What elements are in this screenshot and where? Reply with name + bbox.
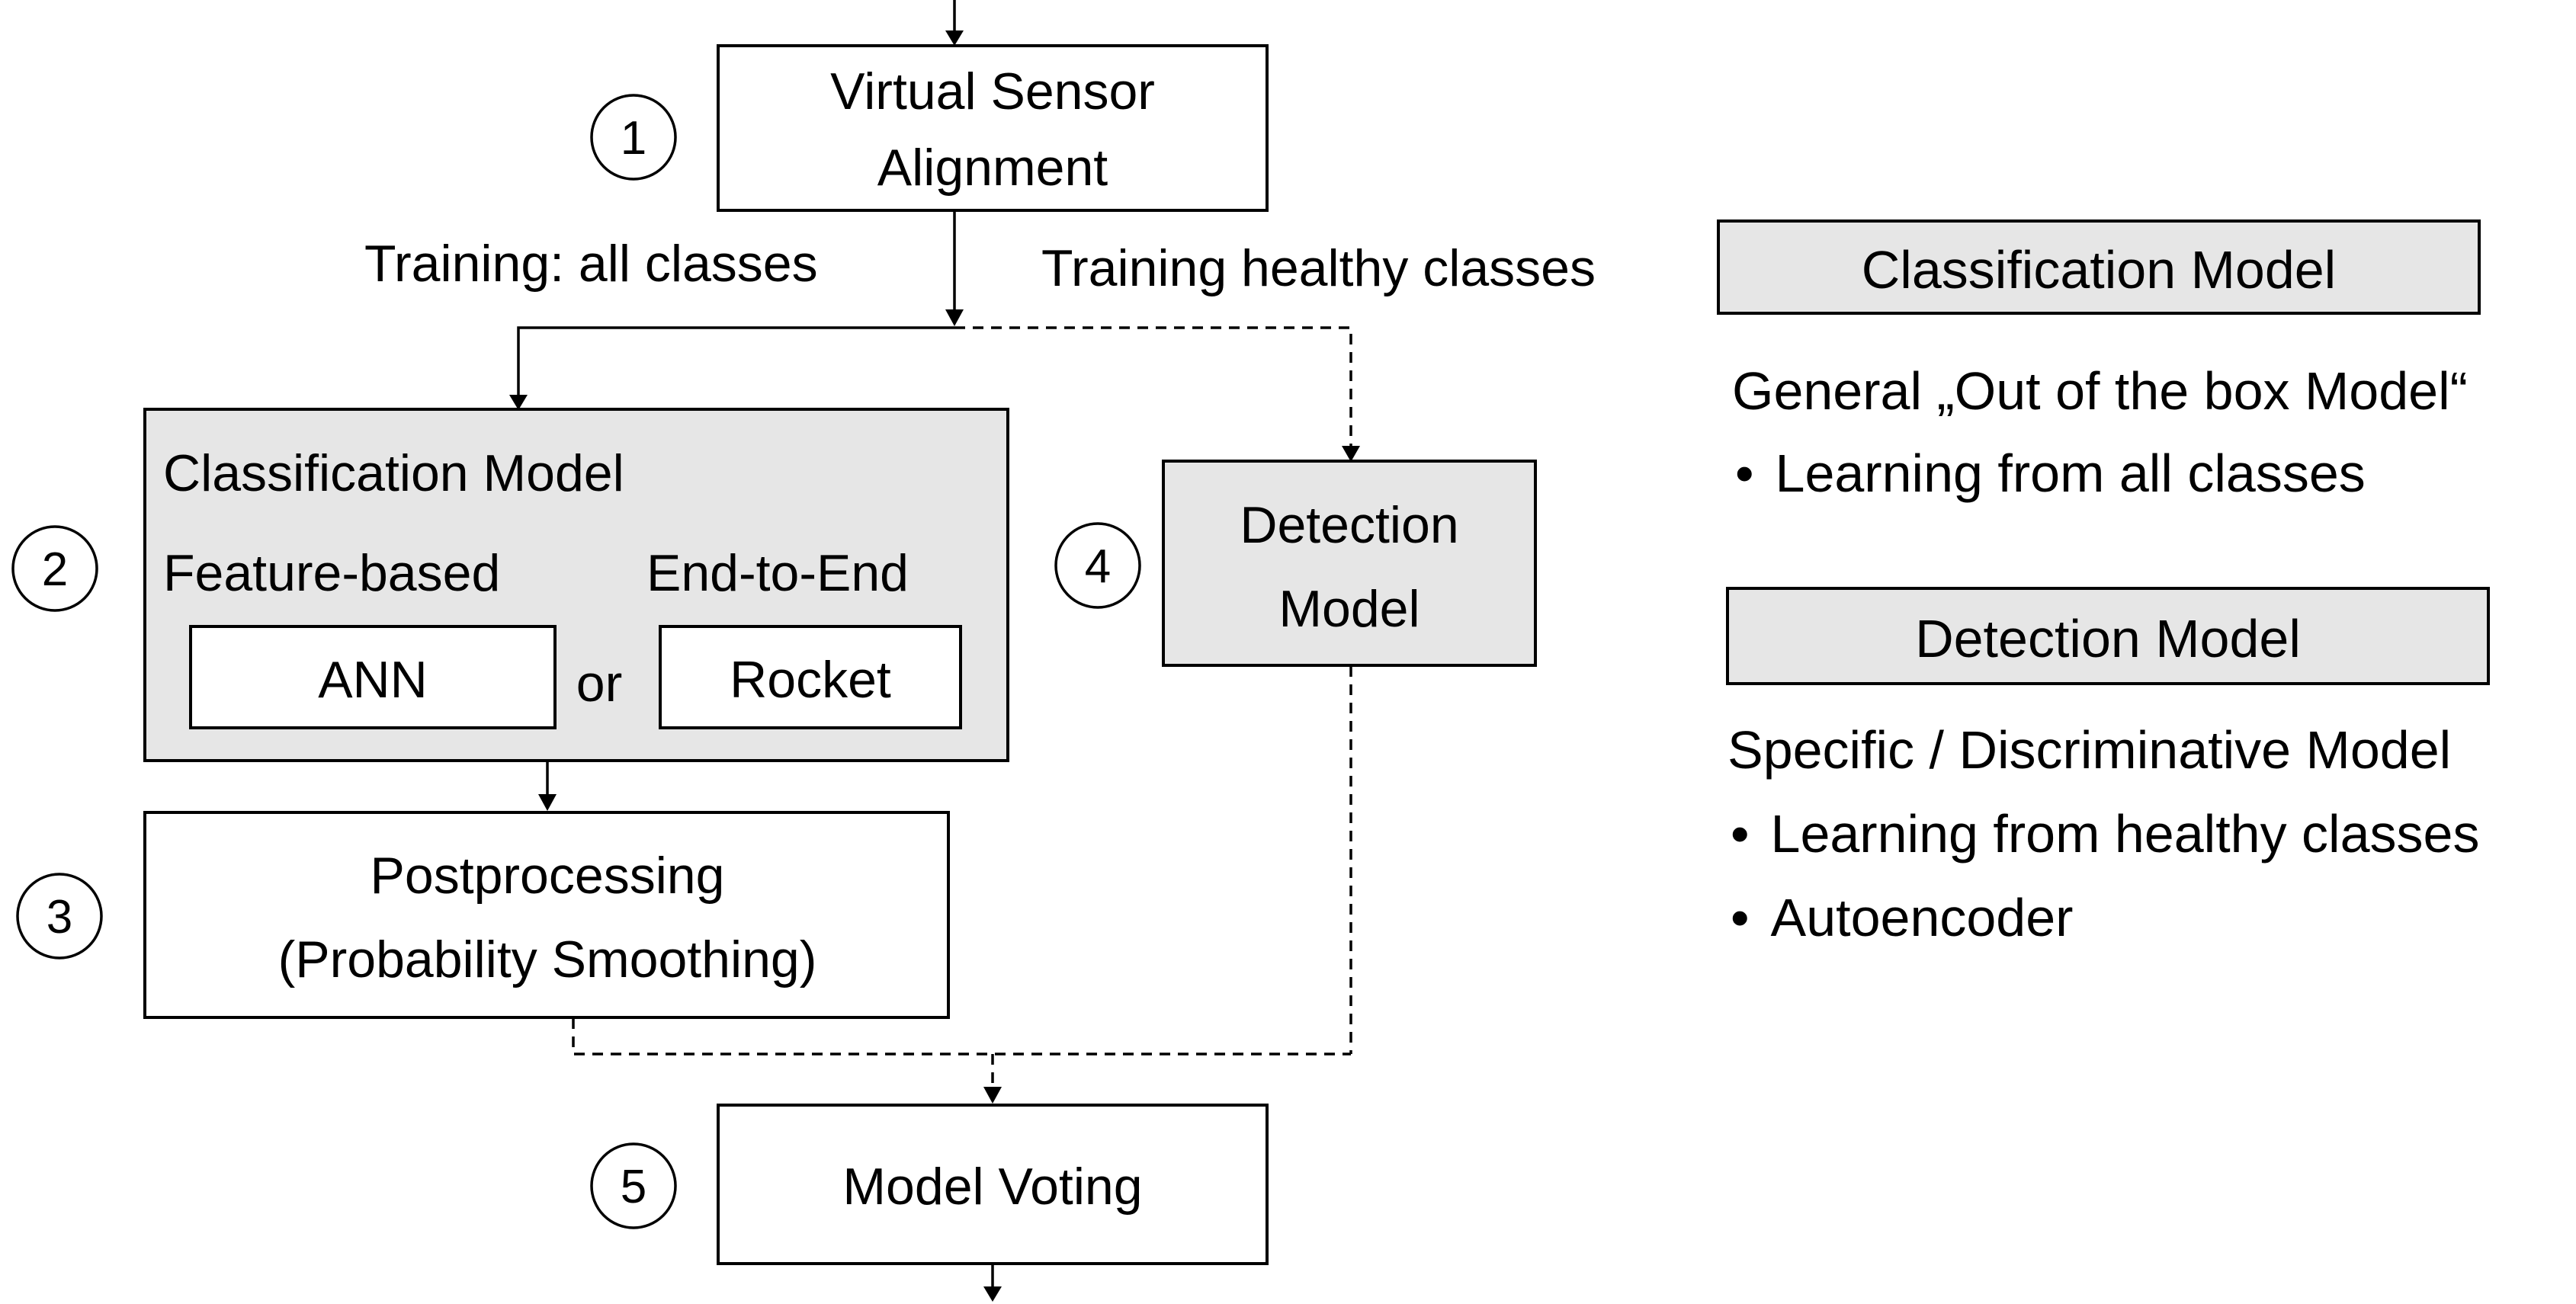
classification-model-node: Classification Model Feature-based End-t… xyxy=(143,408,1009,762)
bullet-dot: • xyxy=(1731,888,1750,947)
legend-classification-bullet-1: • Learning from all classes xyxy=(1735,444,2366,503)
training-all-connector xyxy=(517,326,954,396)
step-3-marker: 3 xyxy=(16,873,103,960)
step-3-label: 3 xyxy=(47,891,72,944)
vsa-down-arrow-head xyxy=(945,309,964,326)
post-arrow-head xyxy=(538,794,557,811)
bullet-dot: • xyxy=(1731,804,1750,863)
legend-detection-bullet-text-1: Learning from healthy classes xyxy=(1771,804,2480,863)
postprocessing-label-line1: Postprocessing xyxy=(371,847,725,905)
outgoing-arrow-head xyxy=(983,1286,1002,1302)
training-healthy-label: Training healthy classes xyxy=(1041,239,1596,297)
legend-classification: Classification Model General „Out of the… xyxy=(1717,219,2481,503)
training-healthy-connector xyxy=(954,326,1352,448)
detection-arrow-head xyxy=(1342,446,1360,462)
rocket-label: Rocket xyxy=(730,651,891,709)
step-2-label: 2 xyxy=(42,543,68,596)
ann-label: ANN xyxy=(318,651,428,709)
post-to-voting-connector xyxy=(572,1018,1351,1056)
voting-arrow-head xyxy=(983,1087,1002,1104)
step-2-marker: 2 xyxy=(11,525,98,612)
step-4-marker: 4 xyxy=(1054,522,1141,609)
classification-arrow-head xyxy=(509,395,528,410)
feature-based-label: Feature-based xyxy=(163,544,500,602)
bullet-dot: • xyxy=(1735,444,1754,503)
step-5-label: 5 xyxy=(621,1161,646,1213)
model-voting-label: Model Voting xyxy=(842,1158,1142,1216)
legend-detection-bullet-text-2: Autoencoder xyxy=(1771,888,2074,947)
detection-model-node: Detection Model xyxy=(1162,460,1537,667)
virtual-sensor-alignment-node: Virtual Sensor Alignment xyxy=(717,44,1269,212)
postprocessing-label-line2: (Probability Smoothing) xyxy=(278,931,817,988)
rocket-node: Rocket xyxy=(659,625,962,729)
legend-classification-subtitle: General „Out of the box Model“ xyxy=(1732,361,2468,421)
or-label: or xyxy=(576,655,622,713)
step-4-label: 4 xyxy=(1085,540,1111,593)
model-voting-node: Model Voting xyxy=(717,1104,1269,1265)
step-5-marker: 5 xyxy=(590,1142,677,1229)
legend-detection: Detection Model Specific / Discriminativ… xyxy=(1726,587,2490,947)
legend-detection-subtitle: Specific / Discriminative Model xyxy=(1727,720,2451,780)
virtual-sensor-label-line2: Alignment xyxy=(877,139,1108,197)
postprocessing-node: Postprocessing (Probability Smoothing) xyxy=(143,811,950,1019)
incoming-arrow-head xyxy=(945,30,964,46)
detection-label-line2: Model xyxy=(1278,580,1420,638)
legend-detection-bullet-2: • Autoencoder xyxy=(1731,888,2073,947)
legend-detection-bullet-1: • Learning from healthy classes xyxy=(1731,804,2479,863)
end-to-end-label: End-to-End xyxy=(646,544,909,602)
step-1-label: 1 xyxy=(621,112,646,165)
classification-title: Classification Model xyxy=(163,444,624,502)
training-all-label: Training: all classes xyxy=(364,235,818,293)
legend-classification-bullet-text-1: Learning from all classes xyxy=(1776,444,2366,503)
step-1-marker: 1 xyxy=(590,94,677,181)
legend-classification-title: Classification Model xyxy=(1862,240,2336,300)
legend-detection-title: Detection Model xyxy=(1915,609,2301,668)
detection-label-line1: Detection xyxy=(1240,496,1458,554)
ann-node: ANN xyxy=(189,625,557,729)
virtual-sensor-label-line1: Virtual Sensor xyxy=(830,62,1155,120)
